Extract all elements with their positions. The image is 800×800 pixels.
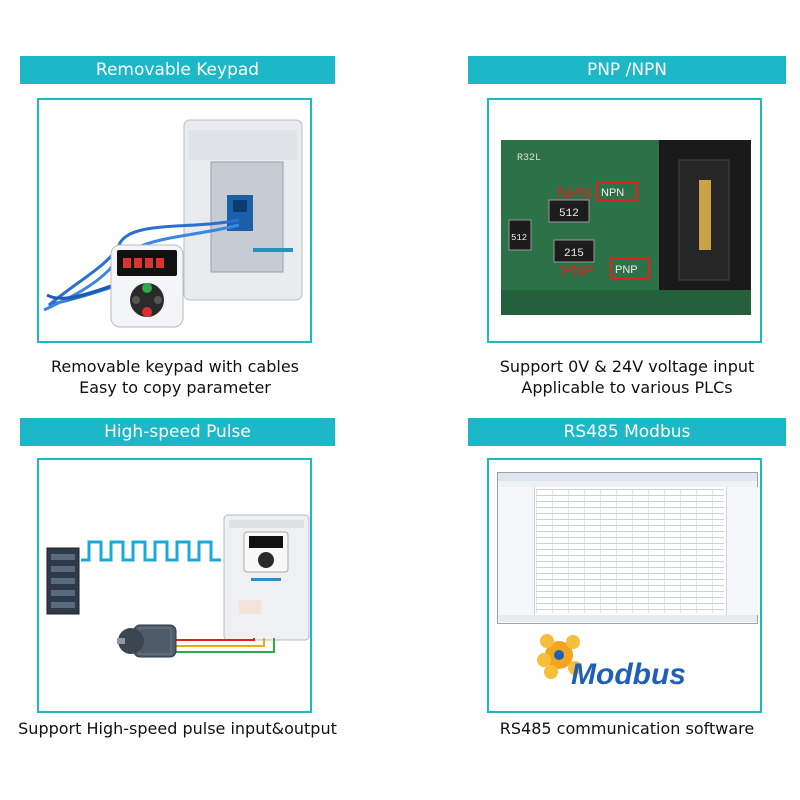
plc-terminal bbox=[51, 590, 75, 596]
software-grid bbox=[536, 489, 724, 613]
software-right-pane bbox=[726, 487, 758, 615]
modbus-caption: RS485 communication software bbox=[468, 718, 786, 739]
plc-terminal bbox=[51, 578, 75, 584]
caption-line: Applicable to various PLCs bbox=[521, 378, 733, 397]
board-label-r32l: R32L bbox=[517, 153, 541, 164]
npn-red-label: NPN bbox=[557, 185, 591, 202]
pnp-npn-caption: Support 0V & 24V voltage input Applicabl… bbox=[468, 356, 786, 398]
led-digit bbox=[134, 258, 142, 268]
software-toolbar bbox=[498, 481, 757, 487]
pulse-caption: Support High-speed pulse input&output bbox=[0, 718, 355, 739]
resistor-215 bbox=[553, 239, 595, 263]
modbus-node bbox=[540, 634, 554, 648]
resistor-side bbox=[508, 219, 532, 251]
motor-wire-red bbox=[159, 638, 255, 641]
inverter-display bbox=[249, 536, 283, 548]
led-digit bbox=[156, 258, 164, 268]
board-label-pnp: PNP bbox=[615, 264, 638, 276]
inverter-brand-strip bbox=[251, 578, 281, 581]
pulse-image-frame bbox=[37, 458, 312, 713]
modbus-network-icon bbox=[537, 634, 582, 679]
board-label-npn: NPN bbox=[601, 187, 624, 199]
plc-terminal bbox=[51, 554, 75, 560]
pnp-npn-banner: PNP /NPN bbox=[468, 56, 786, 84]
motor-wire-yellow bbox=[159, 638, 265, 647]
left-key bbox=[132, 296, 140, 304]
keypad-caption: Removable keypad with cables Easy to cop… bbox=[20, 356, 330, 398]
high-speed-pulse-banner: High-speed Pulse bbox=[20, 418, 335, 446]
housing-top-vent bbox=[189, 130, 297, 160]
panel-title: RS485 Modbus bbox=[563, 422, 691, 442]
keypad-image-frame bbox=[37, 98, 312, 343]
caption-line: Support 0V & 24V voltage input bbox=[499, 357, 755, 376]
npn-highlight-box bbox=[596, 181, 638, 201]
panel-title: PNP /NPN bbox=[586, 60, 668, 80]
motor-shaft bbox=[117, 638, 125, 644]
rj45-socket bbox=[233, 200, 247, 212]
board-label-512b: 512 bbox=[511, 233, 527, 243]
motor-wire-green bbox=[159, 638, 275, 653]
resistor-512 bbox=[548, 199, 590, 223]
modbus-node bbox=[566, 635, 580, 649]
software-screenshot bbox=[497, 472, 758, 624]
pnp-highlight-box bbox=[610, 257, 650, 279]
modbus-center-node bbox=[545, 641, 573, 669]
jumper-pin bbox=[699, 180, 711, 250]
inverter-top bbox=[229, 520, 304, 528]
pnp-red-label: PNP bbox=[561, 263, 594, 280]
modbus-node bbox=[544, 665, 558, 679]
software-tree-pane bbox=[498, 487, 535, 615]
caption-line: Removable keypad with cables bbox=[50, 357, 300, 376]
board-label-215: 215 bbox=[564, 248, 584, 260]
panel-title: High-speed Pulse bbox=[104, 422, 251, 442]
removable-keypad-banner: Removable Keypad bbox=[20, 56, 335, 84]
modbus-node bbox=[568, 661, 582, 675]
software-titlebar bbox=[498, 473, 757, 481]
caption-line: RS485 communication software bbox=[499, 719, 755, 738]
right-key bbox=[154, 296, 162, 304]
modbus-image-frame: Modbus bbox=[487, 458, 762, 713]
modbus-logo-text: Modbus bbox=[571, 658, 686, 691]
inverter-dial bbox=[258, 552, 274, 568]
stop-key bbox=[142, 307, 152, 317]
pcb-edge bbox=[501, 290, 751, 315]
software-statusbar bbox=[498, 615, 757, 622]
board-label-512: 512 bbox=[559, 208, 579, 220]
modbus-node bbox=[537, 653, 551, 667]
plc-terminal bbox=[51, 566, 75, 572]
pulse-illustration bbox=[46, 514, 310, 658]
rs485-modbus-banner: RS485 Modbus bbox=[468, 418, 786, 446]
run-key bbox=[142, 283, 152, 293]
pnp-npn-image-frame: 512 215 512 R32L NPN NPN PNP PNP bbox=[487, 98, 762, 343]
keypad-dial bbox=[130, 283, 164, 317]
brand-strip bbox=[253, 248, 293, 252]
led-digit bbox=[123, 258, 131, 268]
plc-terminal bbox=[51, 602, 75, 608]
panel-title: Removable Keypad bbox=[95, 60, 260, 80]
keypad-illustration bbox=[43, 119, 303, 328]
led-digit bbox=[145, 258, 153, 268]
warning-label bbox=[239, 600, 261, 614]
caption-line: Easy to copy parameter bbox=[79, 378, 271, 397]
motor-endcap bbox=[118, 628, 144, 654]
pulse-waveform bbox=[81, 540, 221, 562]
circuit-board-photo: 512 215 512 R32L NPN NPN PNP PNP bbox=[501, 140, 751, 315]
caption-line: Support High-speed pulse input&output bbox=[18, 719, 337, 738]
